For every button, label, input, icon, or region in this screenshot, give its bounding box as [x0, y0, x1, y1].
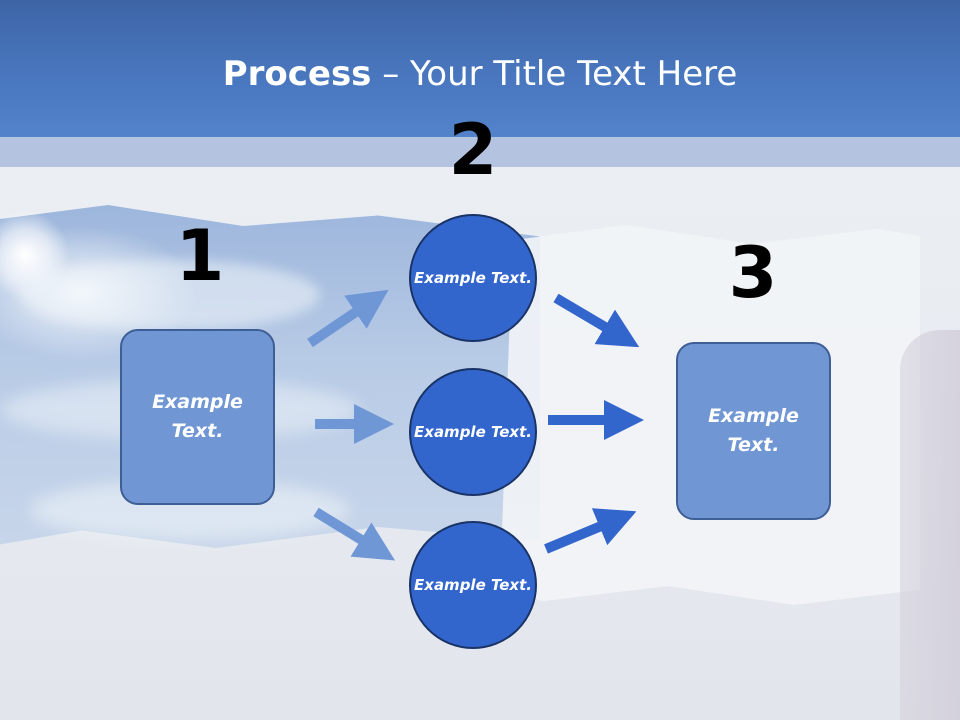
step-number-3: 3	[728, 232, 778, 314]
circle-bottom-text: Example Text.	[414, 575, 532, 594]
step-number-2: 2	[448, 109, 498, 191]
arrow-bot-out	[544, 508, 637, 554]
right-box[interactable]: Example Text.	[676, 342, 831, 520]
step-number-1: 1	[175, 215, 225, 297]
circle-top[interactable]: Example Text.	[409, 214, 537, 342]
circle-bottom[interactable]: Example Text.	[409, 521, 537, 649]
circle-middle-text: Example Text.	[414, 422, 532, 441]
left-box-text: Example Text.	[152, 391, 243, 442]
arrow-to-bot	[313, 507, 396, 561]
circle-top-text: Example Text.	[414, 268, 532, 287]
hand-image	[900, 330, 960, 720]
left-box[interactable]: Example Text.	[120, 329, 275, 505]
arrow-to-top	[307, 289, 389, 348]
header-strip	[0, 137, 960, 167]
header-band	[0, 0, 960, 137]
slide-title: Process – Your Title Text Here	[0, 52, 960, 96]
cloud	[20, 260, 320, 330]
arrow-top-out	[553, 293, 640, 348]
title-rest: – Your Title Text Here	[371, 54, 738, 94]
title-bold: Process	[222, 54, 372, 94]
right-box-text: Example Text.	[708, 405, 799, 456]
circle-middle[interactable]: Example Text.	[409, 368, 537, 496]
